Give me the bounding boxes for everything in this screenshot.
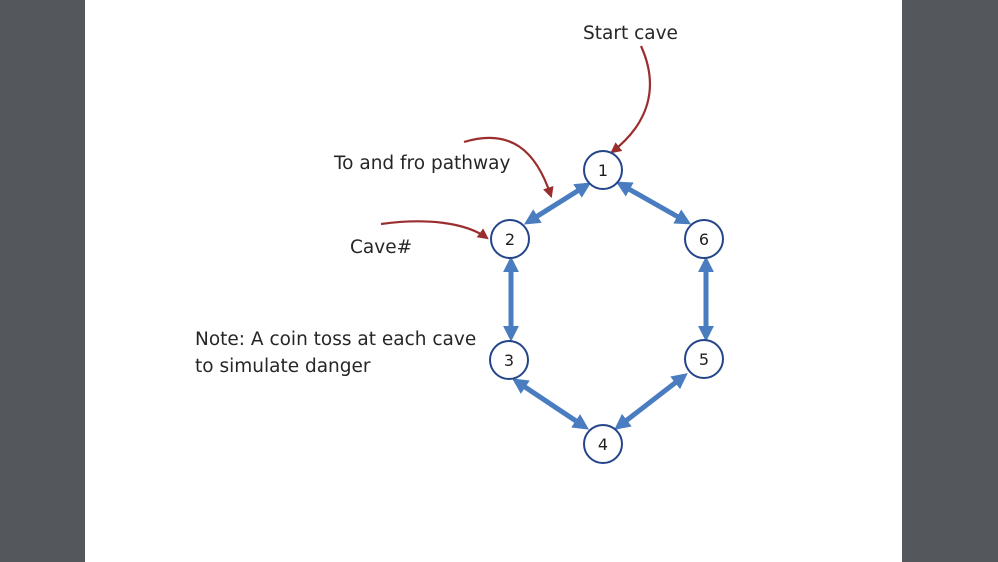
cave-diagram: 1 2 3 4 5 6 Start cave To and fro pathwa…: [195, 23, 724, 464]
note-line-2: to simulate danger: [195, 356, 371, 377]
start-cave-arrow: [610, 45, 652, 154]
cave-node-6: 6: [684, 219, 724, 259]
pathway-3-4: [512, 378, 589, 430]
cave-number-arrow: [380, 220, 489, 240]
pathway-4-5: [614, 373, 688, 430]
cave-node-4-label: 4: [598, 435, 608, 454]
cave-node-3-label: 3: [504, 351, 514, 370]
cave-node-4: 4: [583, 424, 623, 464]
cave-node-5-label: 5: [699, 350, 709, 369]
pathway-1-6: [615, 181, 692, 225]
cave-node-3: 3: [489, 340, 529, 380]
cave-node-2: 2: [490, 219, 530, 259]
pathway-1-2: [523, 182, 592, 225]
cave-node-5: 5: [684, 339, 724, 379]
pathway-label: To and fro pathway: [333, 153, 510, 174]
cave-node-1-label: 1: [598, 161, 608, 180]
start-cave-label: Start cave: [583, 23, 678, 44]
cave-node-2-label: 2: [505, 230, 515, 249]
cave-node-6-label: 6: [699, 230, 709, 249]
cave-number-label: Cave#: [350, 237, 412, 258]
cave-node-1: 1: [583, 150, 623, 190]
slide-canvas: 1 2 3 4 5 6 Start cave To and fro pathwa…: [85, 0, 902, 562]
note-line-1: Note: A coin toss at each cave: [195, 329, 476, 350]
pathway-annotation-arrow: [463, 136, 554, 199]
